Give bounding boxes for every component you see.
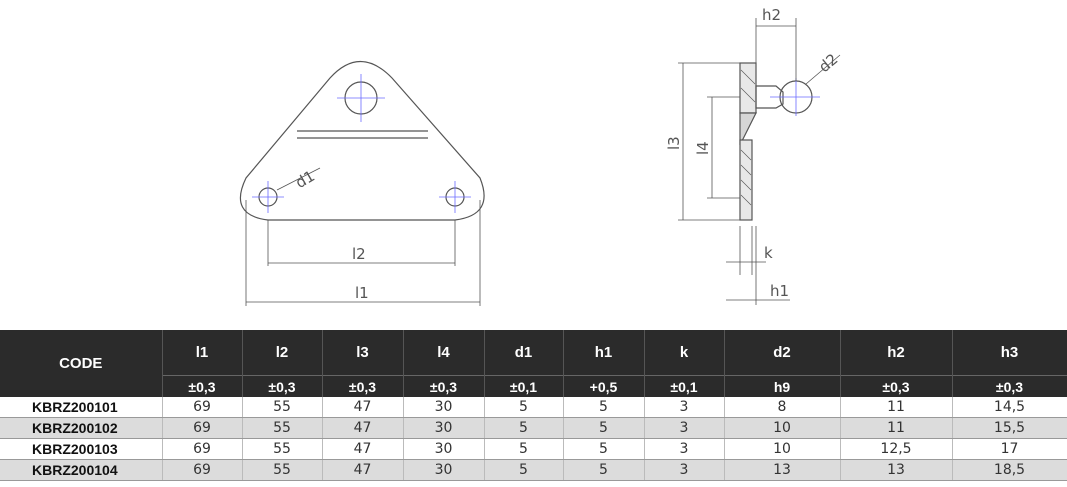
header-d1: d1 [484, 330, 564, 376]
tolerance-k: ±0,1 [644, 375, 725, 397]
cell-value: 47 [322, 397, 404, 418]
tolerance-l3: ±0,3 [322, 375, 404, 397]
cell-value: 11 [840, 417, 953, 439]
cell-value: 55 [242, 438, 323, 460]
cell-value: 55 [242, 417, 323, 439]
cell-value: 5 [563, 438, 645, 460]
tolerance-l4: ±0,3 [403, 375, 485, 397]
label-h2: h2 [762, 6, 781, 24]
cell-value: 5 [484, 397, 564, 418]
header-h3: h3 [952, 330, 1067, 376]
cell-value: 69 [162, 438, 243, 460]
side-plate-bottom [739, 139, 753, 221]
header-l1: l1 [162, 330, 243, 376]
cell-value: 3 [644, 438, 725, 460]
header-code: CODE [0, 330, 163, 397]
cell-value: 13 [840, 459, 953, 481]
cell-value: 18,5 [952, 459, 1067, 481]
side-plate-top [739, 62, 757, 114]
tolerance-h3: ±0,3 [952, 375, 1067, 397]
side-plate-bend [739, 112, 757, 146]
cell-value: 8 [724, 397, 841, 418]
cell-value: 30 [403, 417, 485, 439]
cell-value: 3 [644, 397, 725, 418]
header-k: k [644, 330, 725, 376]
ball-stud-neck [755, 85, 784, 109]
tolerance-d1: ±0,1 [484, 375, 564, 397]
header-h2: h2 [840, 330, 953, 376]
label-l2: l2 [352, 245, 366, 263]
cell-value: 47 [322, 417, 404, 439]
label-k: k [764, 244, 773, 262]
cell-value: 10 [724, 438, 841, 460]
label-d2: d2 [815, 50, 841, 76]
cell-value: 17 [952, 438, 1067, 460]
cell-value: 30 [403, 438, 485, 460]
technical-drawing: d1 l2 l1 [239, 6, 841, 306]
cell-value: 55 [242, 459, 323, 481]
cell-value: 5 [484, 438, 564, 460]
specification-table: CODE l1 l2 l3 l4 d1 h1 k d2 h2 h3 ±0,3 ±… [0, 330, 1067, 481]
header-d2: d2 [724, 330, 841, 376]
front-view [239, 60, 485, 306]
cell-value: 5 [563, 397, 645, 418]
header-row: CODE l1 l2 l3 l4 d1 h1 k d2 h2 h3 [0, 330, 1067, 397]
cell-value: 10 [724, 417, 841, 439]
cell-code: KBRZ200104 [0, 459, 163, 481]
label-l1: l1 [355, 284, 369, 302]
header-l2: l2 [242, 330, 323, 376]
cell-value: 47 [322, 459, 404, 481]
cell-value: 5 [484, 459, 564, 481]
cell-value: 15,5 [952, 417, 1067, 439]
tolerance-d2: h9 [724, 375, 841, 397]
header-l3: l3 [322, 330, 404, 376]
header-h1: h1 [563, 330, 645, 376]
label-l3: l3 [665, 136, 683, 150]
cell-code: KBRZ200102 [0, 417, 163, 439]
cell-value: 13 [724, 459, 841, 481]
cell-value: 30 [403, 459, 485, 481]
cell-value: 11 [840, 397, 953, 418]
triangular-plate-outline [239, 60, 485, 221]
cell-value: 14,5 [952, 397, 1067, 418]
tolerance-l1: ±0,3 [162, 375, 243, 397]
cell-code: KBRZ200101 [0, 397, 163, 418]
header-l4: l4 [403, 330, 485, 376]
cell-code: KBRZ200103 [0, 438, 163, 460]
cell-value: 55 [242, 397, 323, 418]
cell-value: 3 [644, 417, 725, 439]
cell-value: 5 [563, 459, 645, 481]
cell-value: 47 [322, 438, 404, 460]
cell-value: 30 [403, 397, 485, 418]
tolerance-h2: ±0,3 [840, 375, 953, 397]
side-view [678, 18, 841, 305]
cell-value: 12,5 [840, 438, 953, 460]
label-l4: l4 [694, 141, 712, 155]
cell-value: 3 [644, 459, 725, 481]
cell-value: 69 [162, 397, 243, 418]
tolerance-row: ±0,3 ±0,3 ±0,3 ±0,3 ±0,1 +0,5 ±0,1 h9 ±0… [0, 375, 1067, 397]
cell-value: 5 [484, 417, 564, 439]
cell-value: 69 [162, 459, 243, 481]
label-d1: d1 [292, 167, 318, 192]
cell-value: 5 [563, 417, 645, 439]
label-h1: h1 [770, 282, 789, 300]
tolerance-h1: +0,5 [563, 375, 645, 397]
cell-value: 69 [162, 417, 243, 439]
tolerance-l2: ±0,3 [242, 375, 323, 397]
